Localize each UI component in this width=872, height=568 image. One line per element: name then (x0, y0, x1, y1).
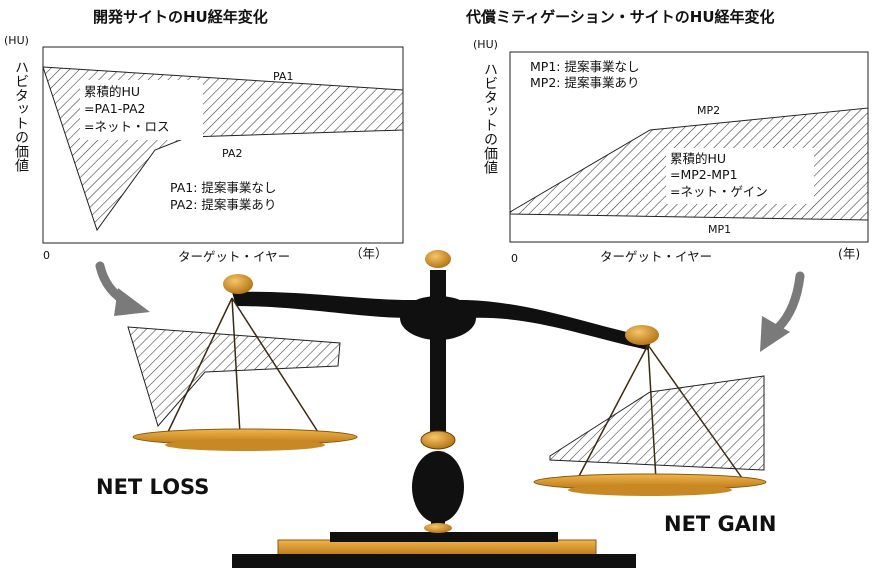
left-note-box (80, 80, 203, 140)
right-y-unit: (HU) (473, 38, 498, 51)
left-origin: 0 (43, 249, 50, 262)
right-note-line-2: =MP2-MP1 (670, 167, 738, 182)
left-scale-pan: NET LOSS (96, 297, 358, 499)
scale-column-foot-ring (424, 523, 452, 533)
scale-pivot (400, 296, 476, 340)
right-line-label-mp2: MP2 (697, 104, 720, 117)
scale-beam (232, 291, 652, 350)
left-note-line-1: 累積的HU (84, 84, 140, 99)
right-legend-2: MP2: 提案事業あり (530, 75, 639, 90)
left-panel: 開発サイトのHU経年変化 (HU) ハビタットの価値 累積的HU =PA1-PA… (4, 8, 404, 264)
right-pan-gain-shape (549, 375, 765, 471)
left-line-label-pa2: PA2 (222, 147, 242, 160)
right-note-line-1: 累積的HU (670, 151, 726, 166)
balance-scale (223, 250, 659, 568)
left-panel-title: 開発サイトのHU経年変化 (93, 8, 268, 26)
scale-column-bulb (412, 451, 464, 523)
left-pan-loss-shape (127, 326, 341, 428)
scale-base-bottom (232, 554, 636, 568)
left-line-label-pa1: PA1 (273, 70, 293, 83)
right-panel: 代償ミティゲーション・サイトのHU経年変化 (HU) ハビタットの価値 累積的H… (465, 8, 869, 265)
left-legend-1: PA1: 提案事業なし (170, 180, 276, 195)
net-loss-label: NET LOSS (96, 475, 209, 499)
scale-pivot-post (430, 270, 446, 302)
right-scale-pan: NET GAIN (533, 344, 776, 536)
scale-column-ring (420, 430, 456, 450)
left-x-axis-label: ターゲット・イヤー (178, 249, 290, 264)
right-down-arrow (760, 271, 805, 352)
left-y-unit: (HU) (4, 34, 29, 47)
scale-base-gold (277, 539, 597, 557)
scale-right-end-knob (625, 325, 659, 345)
scale-left-end-knob (223, 274, 253, 294)
right-origin: 0 (511, 252, 518, 265)
scale-top-knob (425, 250, 451, 268)
right-line-label-mp1: MP1 (708, 223, 731, 236)
right-y-axis-label: ハビタットの価値 (482, 62, 498, 174)
left-note-line-2: =PA1-PA2 (84, 101, 145, 116)
net-gain-label: NET GAIN (664, 512, 776, 536)
left-down-arrow (95, 261, 150, 316)
left-y-axis-label: ハビタットの価値 (13, 60, 29, 172)
left-x-unit: （年） (350, 246, 388, 261)
right-note-box (666, 148, 814, 204)
right-x-unit: (年) (838, 246, 860, 261)
left-legend-2: PA2: 提案事業あり (170, 197, 276, 212)
scale-base-top (330, 532, 558, 542)
right-legend-1: MP1: 提案事業なし (530, 59, 639, 74)
left-note-line-3: =ネット・ロス (84, 119, 169, 134)
right-x-axis-label: ターゲット・イヤー (600, 249, 712, 264)
right-note-line-3: =ネット・ゲイン (670, 184, 768, 199)
right-panel-title: 代償ミティゲーション・サイトのHU経年変化 (465, 8, 775, 26)
